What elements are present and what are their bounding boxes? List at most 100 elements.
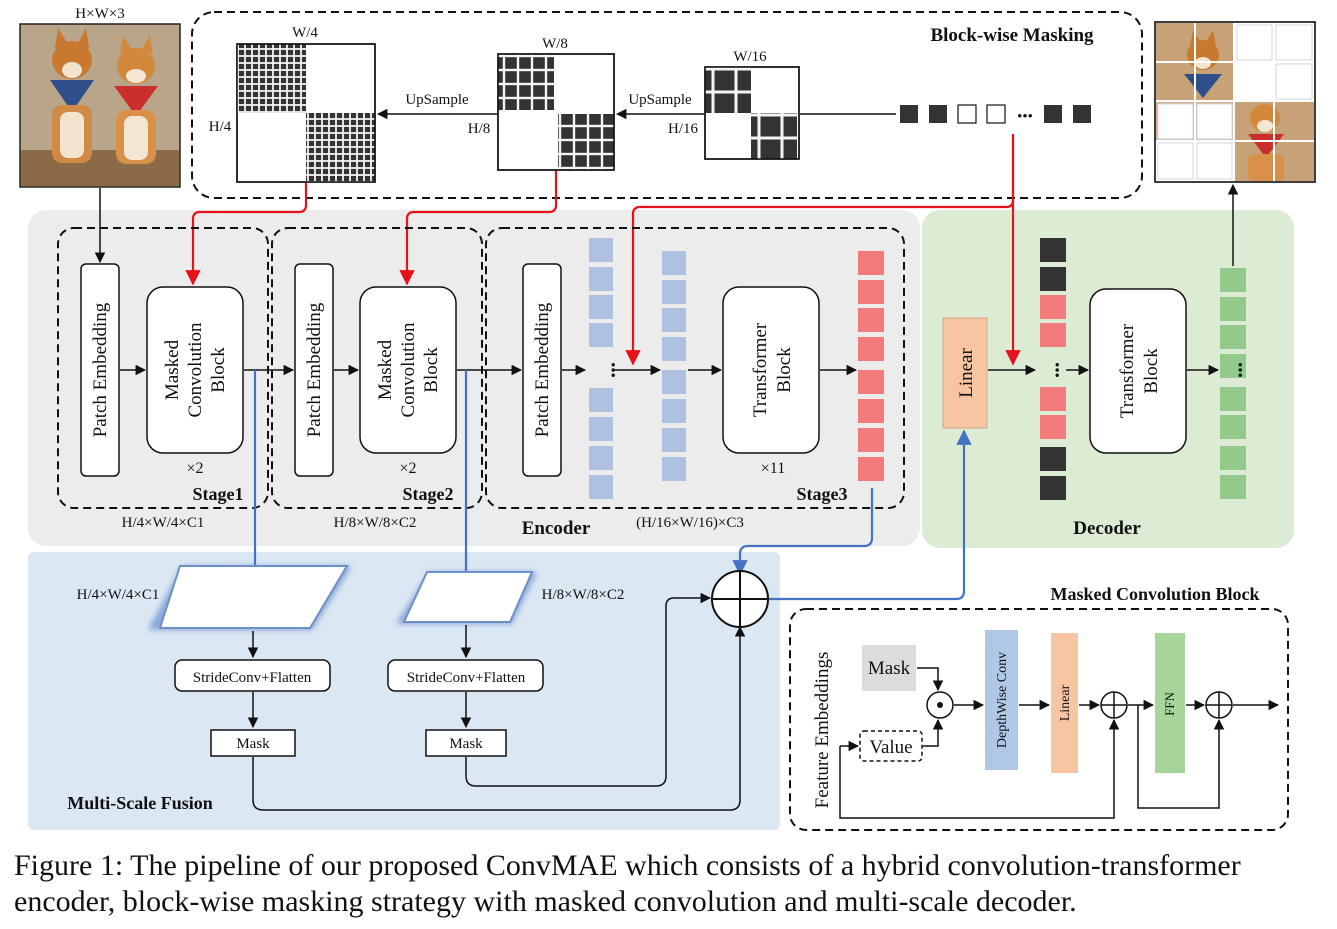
masking-title: Block-wise Masking <box>930 25 1094 46</box>
token <box>858 251 884 275</box>
stage2-patch-embedding <box>294 263 334 477</box>
stage3-label: Stage3 <box>797 484 848 504</box>
stage1-block-line3: Block <box>208 347 229 393</box>
token <box>858 457 884 481</box>
upsample1-label: UpSample <box>405 92 469 108</box>
token <box>1040 323 1066 347</box>
stage2-block-line3: Block <box>421 347 442 393</box>
mask-grid-w4 <box>236 43 376 183</box>
output-image <box>1154 21 1316 183</box>
token <box>662 399 686 423</box>
token <box>589 417 613 441</box>
caption-line-1: Figure 1: The pipeline of our proposed C… <box>14 849 1241 882</box>
token <box>1220 387 1246 411</box>
mask-token-sequence <box>900 104 1091 124</box>
fusion-dims-1: H/4×W/4×C1 <box>77 587 160 603</box>
token <box>589 323 613 347</box>
stage1-label: Stage1 <box>193 484 244 504</box>
mcb-depthwise-label: DepthWise Conv <box>995 652 1010 748</box>
decoder-linear-label: Linear <box>956 348 977 398</box>
decoder-title: Decoder <box>1073 518 1141 539</box>
fusion-mask-1 <box>210 729 296 757</box>
token <box>1040 295 1066 319</box>
fusion-strideconv-1 <box>174 659 331 692</box>
token <box>858 280 884 304</box>
encoder-transformer-block <box>722 286 820 454</box>
decoder-transformer-line1: Transformer <box>1117 323 1138 418</box>
encoder-panel <box>28 210 920 546</box>
token <box>1220 354 1246 378</box>
token <box>858 428 884 452</box>
token <box>589 267 613 291</box>
stage3-dims: (H/16×W/16)×C3 <box>636 515 744 531</box>
token <box>1040 447 1066 471</box>
fusion-strideconv-2 <box>387 659 544 692</box>
stage1-masked-conv-block <box>146 286 244 454</box>
stage2-box <box>271 227 483 509</box>
encoder-transformer-line2: Block <box>774 347 795 393</box>
encoder-col1-ellipsis: ••• <box>604 362 620 378</box>
mcb-multiply-icon <box>926 691 954 719</box>
token <box>1040 415 1066 439</box>
token <box>589 475 613 499</box>
token <box>589 295 613 319</box>
mcb-ffn-label: FFN <box>1162 691 1177 715</box>
token <box>1040 476 1066 500</box>
encoder-transformer-line1: Transformer <box>750 322 771 417</box>
mcb-linear-label: Linear <box>1058 684 1073 721</box>
decoder-col2-ellipsis: ••• <box>1231 362 1247 378</box>
stage1-box <box>57 227 269 509</box>
grid3-h-label: H/16 <box>668 121 699 137</box>
grid2-w-label: W/8 <box>542 36 568 52</box>
encoder-token-column-2 <box>662 251 686 481</box>
encoder-token-column-3 <box>858 251 884 481</box>
token <box>1220 297 1246 321</box>
stage3-patch-embedding <box>522 263 562 477</box>
decoder-transformer-line2: Block <box>1141 348 1162 394</box>
figure-caption: Figure 1: The pipeline of our proposed C… <box>14 848 1334 920</box>
grid1-w-label: W/4 <box>292 25 318 41</box>
mcb-value-label: Value <box>869 737 912 758</box>
fusion-title: Multi-Scale Fusion <box>67 793 213 813</box>
stage1-repeat: ×2 <box>186 460 203 477</box>
decoder-transformer-block <box>1089 288 1187 454</box>
token <box>1040 267 1066 291</box>
token <box>1040 238 1066 262</box>
stage2-masked-conv-block <box>359 286 457 454</box>
stage1-block-line1: Masked <box>162 339 183 400</box>
fusion-strideconv-1-label: StrideConv+Flatten <box>193 670 312 686</box>
decoder-token-column-1 <box>1040 238 1066 500</box>
token <box>1220 415 1246 439</box>
stage2-dims: H/8×W/8×C2 <box>334 515 417 531</box>
stage1-patch-label: Patch Embedding <box>90 302 111 437</box>
decoder-token-column-2 <box>1220 268 1246 499</box>
token <box>662 308 686 332</box>
token <box>589 388 613 412</box>
mcb-input-label: Feature Embeddings <box>812 652 833 809</box>
token <box>662 280 686 304</box>
mcb-mask-box <box>862 645 916 691</box>
stage2-repeat: ×2 <box>399 460 416 477</box>
stage2-patch-label: Patch Embedding <box>304 302 325 437</box>
grid3-w-label: W/16 <box>733 49 767 65</box>
token <box>589 238 613 262</box>
stage3-patch-label: Patch Embedding <box>532 302 553 437</box>
input-dims-label: H×W×3 <box>75 6 124 22</box>
fusion-dims-2: H/8×W/8×C2 <box>542 587 625 603</box>
token <box>858 337 884 361</box>
mcb-dashed-box <box>789 608 1289 831</box>
fusion-to-decoder-arrow <box>768 429 972 601</box>
mask-grid-w16 <box>704 66 800 160</box>
mcb-depthwise-conv <box>985 630 1018 770</box>
caption-line-2: encoder, block-wise masking strategy wit… <box>14 885 1077 918</box>
mcb-value-box <box>859 730 923 762</box>
token <box>662 337 686 361</box>
fusion-mask-2-label: Mask <box>449 736 483 752</box>
mcb-adder-2-icon <box>1205 691 1233 719</box>
fusion-mask-2 <box>425 729 507 757</box>
mcb-mask-label: Mask <box>868 658 911 679</box>
grid1-h-label: H/4 <box>209 119 232 135</box>
token <box>1220 446 1246 470</box>
grid2-h-label: H/8 <box>468 121 491 137</box>
